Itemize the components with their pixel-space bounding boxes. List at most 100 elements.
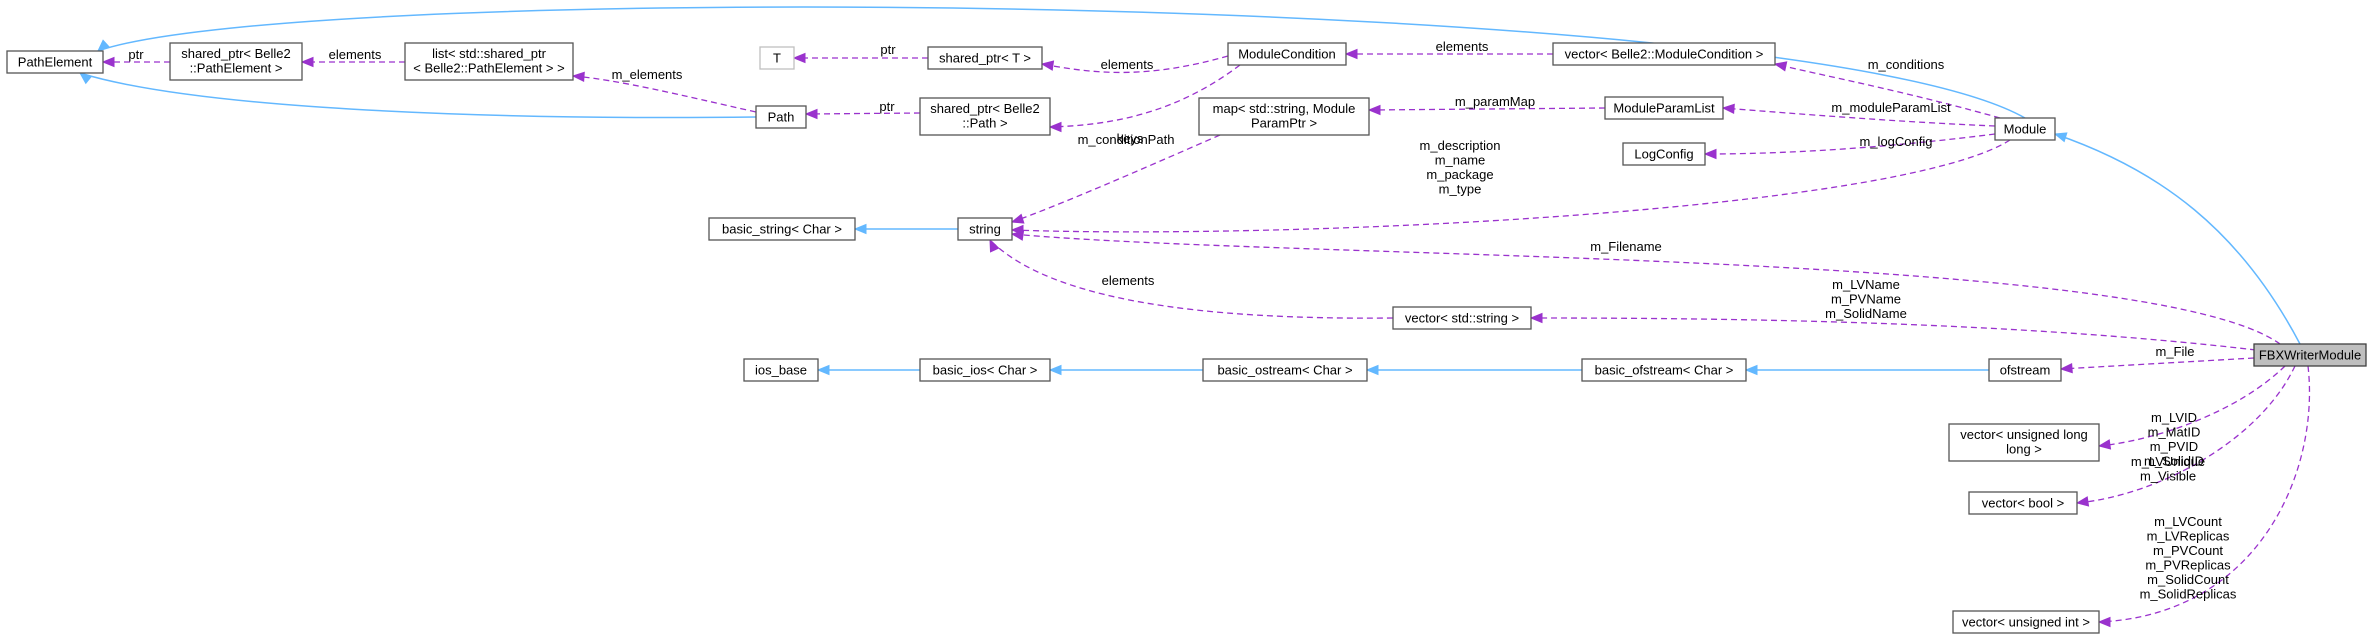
usage-edge-14	[1048, 64, 1241, 133]
node-modulecondition[interactable]: ModuleCondition	[1227, 42, 1347, 66]
usage-edge-20	[1010, 134, 1221, 224]
usage-edge-28	[2097, 365, 2311, 628]
usage-edge-8	[101, 56, 170, 68]
usage-edge-15	[1344, 48, 1553, 60]
node-label: shared_ptr< T >	[939, 51, 1031, 66]
inheritance-edge-5	[1365, 364, 1582, 376]
edge-label-elements-mc: elements	[1436, 39, 1489, 54]
usage-edge-13	[1040, 55, 1229, 74]
node-logconfig[interactable]: LogConfig	[1622, 142, 1706, 166]
node-ios-base[interactable]: ios_base	[743, 358, 819, 382]
inheritance-edge-1	[78, 72, 757, 119]
node-label: basic_ios< Char >	[933, 363, 1038, 378]
edge-label-m-logConfig: m_logConfig	[1860, 134, 1933, 149]
edge-label-elements-vs: elements	[1102, 273, 1155, 288]
inheritance-edge-0	[97, 6, 2026, 119]
usage-edge-17	[1367, 104, 1606, 116]
node-vec-string[interactable]: vector< std::string >	[1392, 306, 1532, 330]
node-moduleparamlist[interactable]: ModuleParamList	[1604, 96, 1724, 120]
edge-label-ptr-path: ptr	[879, 99, 895, 114]
edge-label-m-conditions: m_conditions	[1868, 57, 1945, 72]
node-label: T	[773, 51, 781, 66]
usage-edge-9	[300, 56, 405, 68]
usage-edge-18	[1721, 103, 1996, 127]
edge-label-m-moduleParamList: m_moduleParamList	[1831, 100, 1951, 115]
node-sp-path[interactable]: shared_ptr< Belle2::Path >	[919, 97, 1051, 136]
node-label: ios_base	[755, 363, 807, 378]
node-label: basic_ofstream< Char >	[1595, 363, 1734, 378]
node-fbxwritermodule[interactable]: FBXWriterModule	[2253, 343, 2367, 367]
inheritance-edge-2	[853, 223, 958, 235]
node-label: PathElement	[18, 55, 93, 70]
usage-edge-12	[792, 52, 928, 64]
edge-label-elements-list: elements	[329, 47, 382, 62]
inheritance-edge-7	[2053, 132, 2301, 345]
node-basic-ostream[interactable]: basic_ostream< Char >	[1202, 358, 1368, 382]
usage-edge-19	[1703, 133, 1996, 160]
node-label: vector< bool >	[1982, 496, 2064, 511]
node-label: Module	[2004, 122, 2047, 137]
usage-edge-24	[1529, 312, 2257, 351]
usage-edge-16	[1773, 61, 2001, 119]
node-t[interactable]: T	[759, 46, 795, 70]
node-list-sp[interactable]: list< std::shared_ptr< Belle2::PathEleme…	[404, 42, 574, 81]
usage-edge-25	[2059, 357, 2255, 374]
node-vec-mc[interactable]: vector< Belle2::ModuleCondition >	[1552, 42, 1776, 66]
node-label: vector< std::string >	[1405, 311, 1519, 326]
inheritance-edge-4	[1048, 364, 1203, 376]
node-label: LogConfig	[1634, 147, 1693, 162]
edge-label-m-Filename: m_Filename	[1590, 239, 1662, 254]
node-basic-ofstream[interactable]: basic_ofstream< Char >	[1581, 358, 1747, 382]
node-label: basic_ostream< Char >	[1217, 363, 1352, 378]
node-label: Path	[768, 110, 795, 125]
node-label: FBXWriterModule	[2259, 348, 2361, 363]
node-label: string	[969, 222, 1001, 237]
edge-label-m-elements: m_elements	[612, 67, 683, 82]
inheritance-edge-3	[816, 364, 920, 376]
node-vec-bool[interactable]: vector< bool >	[1968, 491, 2078, 515]
edge-label-m-conditionPath: m_conditionPath	[1078, 132, 1175, 147]
node-sp-t[interactable]: shared_ptr< T >	[927, 46, 1043, 70]
node-vec-uint[interactable]: vector< unsigned int >	[1952, 610, 2100, 634]
inheritance-edge-6	[1744, 364, 1989, 376]
node-label: list< std::shared_ptr< Belle2::PathEleme…	[413, 46, 564, 76]
edge-label-ptr-T: ptr	[880, 42, 896, 57]
usage-edge-10	[571, 71, 757, 113]
node-ofstream[interactable]: ofstream	[1988, 358, 2062, 382]
node-string[interactable]: string	[957, 217, 1013, 241]
node-module[interactable]: Module	[1994, 117, 2056, 141]
node-pathelement[interactable]: PathElement	[6, 50, 104, 74]
nodes-layer: PathElement shared_ptr< Belle2::PathEleme…	[6, 42, 2367, 634]
node-label: ModuleCondition	[1238, 47, 1336, 62]
node-label: shared_ptr< Belle2::Path >	[930, 101, 1040, 131]
usage-edge-22	[1010, 230, 2281, 345]
usage-edge-26	[2097, 365, 2286, 450]
usage-edge-21	[1010, 139, 2011, 236]
usage-edge-23	[989, 238, 1394, 319]
edge-label-ptr-pe: ptr	[128, 47, 144, 62]
node-label: vector< Belle2::ModuleCondition >	[1565, 47, 1764, 62]
node-label: vector< unsigned int >	[1962, 615, 2090, 630]
node-label: ModuleParamList	[1613, 101, 1715, 116]
edge-label-keys: keys	[1117, 131, 1144, 146]
node-basic-string[interactable]: basic_string< Char >	[708, 217, 856, 241]
node-path[interactable]: Path	[755, 105, 807, 129]
edges-layer	[78, 6, 2311, 628]
node-basic-ios[interactable]: basic_ios< Char >	[919, 358, 1051, 382]
node-sp-pathelement[interactable]: shared_ptr< Belle2::PathElement >	[169, 42, 303, 81]
node-label: basic_string< Char >	[722, 222, 842, 237]
usage-edge-27	[2075, 365, 2296, 507]
edge-label-elements-spT: elements	[1101, 57, 1154, 72]
usage-edge-11	[804, 108, 921, 120]
